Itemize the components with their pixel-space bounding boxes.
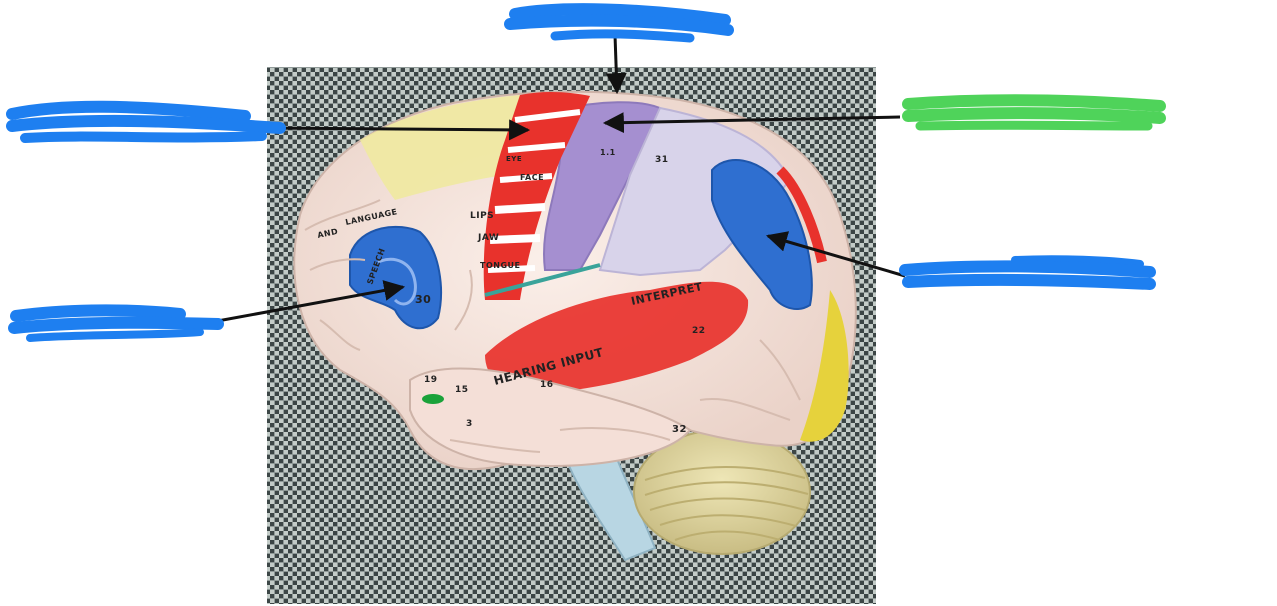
arrow-lower-right: [765, 231, 906, 278]
green-marker: [422, 394, 444, 404]
arrow-top: [605, 34, 627, 95]
label-number-15: 15: [455, 385, 469, 395]
redaction-lower-right: [899, 255, 1156, 290]
label-number-19: 19: [424, 375, 438, 385]
cerebellum: [633, 429, 811, 555]
label-tongue: TONGUE: [480, 261, 520, 270]
label-number-31: 31: [655, 155, 669, 165]
gyri-lines: [304, 199, 801, 453]
redaction-lower-left: [8, 304, 224, 342]
label-eye: EYE: [506, 155, 522, 163]
redaction-upper-left: [6, 100, 286, 143]
label-face: FACE: [520, 173, 544, 182]
wernickes-area: [711, 159, 813, 310]
label-number-16: 16: [540, 380, 554, 390]
label-number-32: 32: [672, 424, 687, 435]
label-and: AND: [317, 227, 339, 240]
arrow-upper-left: [264, 119, 531, 141]
label-number-11: 1.1: [600, 148, 616, 157]
motor-strip: [483, 92, 601, 300]
label-jaw: JAW: [477, 233, 499, 243]
arrow-lower-left: [211, 280, 406, 324]
brain-stem: [558, 439, 657, 562]
temporal-lobe: [409, 367, 692, 467]
arrow-upper-right: [602, 112, 901, 134]
auditory-region: [485, 281, 749, 395]
label-lips: LIPS: [470, 211, 494, 221]
brocas-area: [349, 225, 442, 330]
parietal-region: [598, 106, 792, 277]
redaction-top: [504, 3, 734, 43]
somatosensory-strip: [543, 101, 662, 271]
occipital-region: [800, 290, 849, 442]
label-number-3: 3: [466, 419, 473, 429]
label-number-22: 22: [692, 326, 706, 336]
prefrontal-region: [360, 95, 520, 200]
label-number-30: 30: [415, 293, 431, 306]
leader-lines: [211, 34, 906, 324]
redaction-upper-right: [902, 94, 1166, 131]
